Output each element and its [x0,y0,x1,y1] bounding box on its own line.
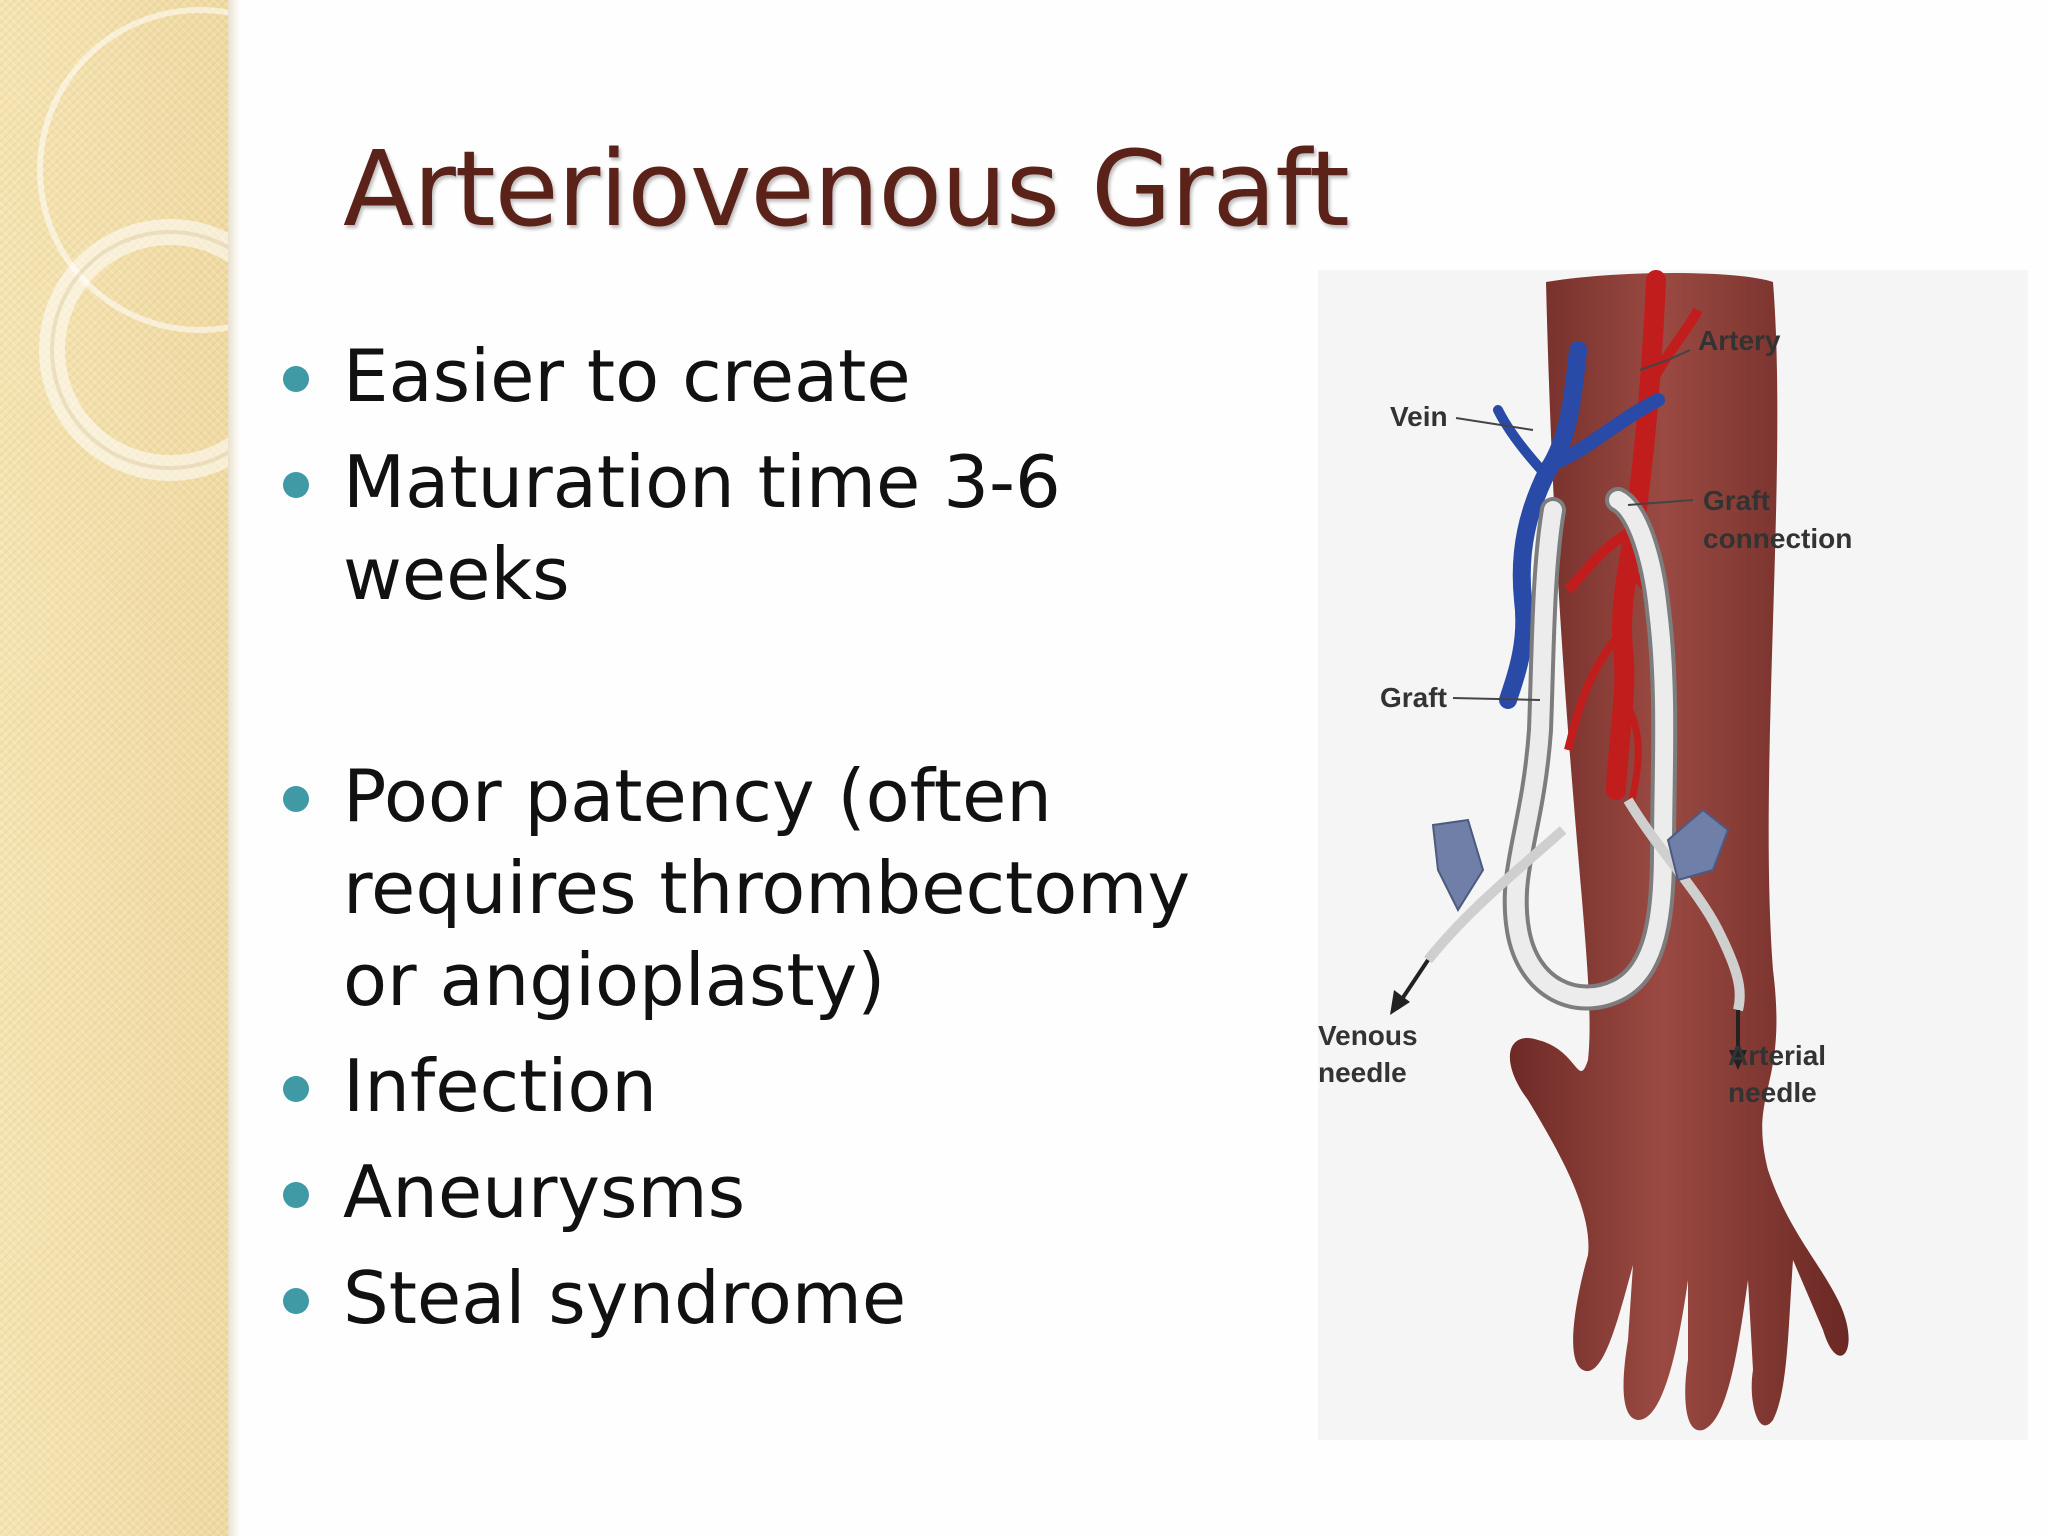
bullet-text: Easier to create [343,334,911,418]
artery-branch [1643,307,1703,393]
bullet-text: Steal syndrome [343,1256,907,1340]
bullet-item: Poor patency (often requires thrombectom… [283,750,1283,1026]
label-graft-connection-line1: Graft [1703,485,1770,516]
artery-branch [1615,687,1642,811]
bullet-dot [283,1182,309,1208]
bullet-text: Infection [343,1044,658,1128]
label-vein: Vein [1390,401,1448,432]
bullet-text: Poor patency (often requires thrombectom… [343,754,1191,1022]
decorative-rings [37,7,228,481]
side-band-edge [228,0,240,1536]
bullet-item: Easier to create [283,330,1283,422]
bullet-dot [283,472,309,498]
bullet-dot [283,1288,309,1314]
av-graft-illustration: Artery Vein Graft connection Graft Venou… [1318,270,2028,1440]
label-arterial-needle-line2: needle [1728,1077,1817,1108]
artery-branch [1564,525,1636,594]
label-venous-needle-line2: needle [1318,1057,1407,1088]
bullet-dot [283,1076,309,1102]
arm-diagram: Artery Vein Graft connection Graft Venou… [1318,270,2028,1440]
arterial-needle [1623,797,1747,1070]
bullet-dot [283,786,309,812]
label-venous-needle-line1: Venous [1318,1020,1418,1051]
label-leader-lines [1452,349,1694,701]
label-arterial-needle-line1: Arterial [1728,1040,1826,1071]
artery-branch [1564,627,1627,751]
bullet-text: Aneurysms [343,1150,746,1234]
slide-title: Arteriovenous Graft [343,128,1350,250]
label-artery: Artery [1698,325,1781,356]
bullet-item: Maturation time 3-6 weeks [283,436,1283,620]
decorative-side-band [0,0,228,1536]
venous-needle [1390,818,1567,1015]
vein-branch [1543,393,1665,472]
bullet-item: Aneurysms [283,1146,1283,1238]
vein-vessel [1499,341,1587,709]
label-graft: Graft [1380,682,1447,713]
bullet-list: Easier to create Maturation time 3-6 wee… [283,330,1283,1358]
graft-loop-highlight [1506,491,1674,1007]
vein-branch [1493,405,1551,480]
bullet-item: Infection [283,1040,1283,1132]
bullet-item: Steal syndrome [283,1252,1283,1344]
label-graft-connection-line2: connection [1703,523,1852,554]
bullet-text: Maturation time 3-6 weeks [343,440,1061,616]
artery-vessel [1606,270,1666,800]
bullet-dot [283,366,309,392]
